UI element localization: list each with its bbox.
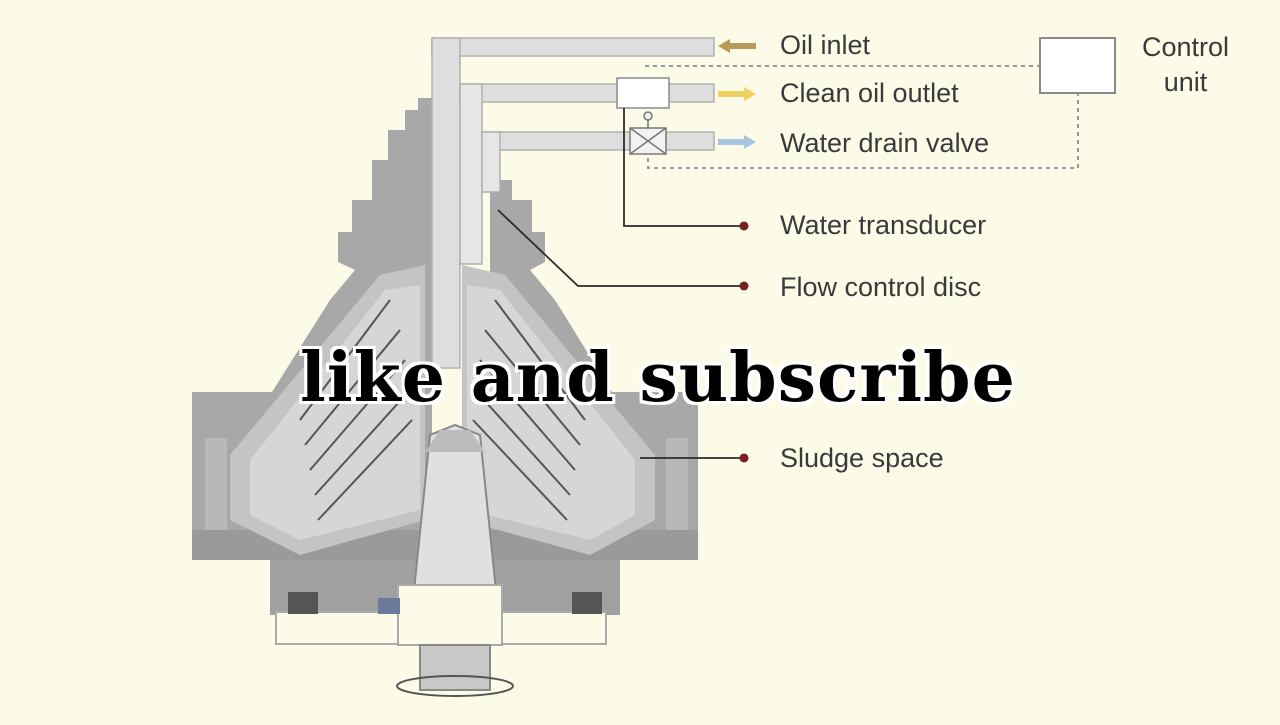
- water-drain-valve-symbol: [630, 112, 666, 154]
- sludge-space-label: Sludge space: [780, 443, 944, 474]
- subscribe-overlay-text: like and subscribe: [300, 338, 1000, 418]
- water-transducer-label: Water transducer: [780, 210, 986, 241]
- flow-control-disc-label: Flow control disc: [780, 272, 981, 303]
- control-unit-label-line2: unit: [1128, 65, 1243, 100]
- clean-oil-outlet-arrow: [718, 87, 756, 101]
- water-drain-valve-label: Water drain valve: [780, 128, 989, 159]
- control-unit-label: Control unit: [1128, 30, 1243, 100]
- control-unit-box: [1040, 38, 1115, 93]
- oil-inlet-arrow: [718, 39, 756, 53]
- control-unit-label-line1: Control: [1128, 30, 1243, 65]
- water-transducer-box: [617, 78, 669, 108]
- water-drain-arrow: [718, 135, 756, 149]
- oil-inlet-label: Oil inlet: [780, 30, 870, 61]
- clean-oil-outlet-label: Clean oil outlet: [780, 78, 959, 109]
